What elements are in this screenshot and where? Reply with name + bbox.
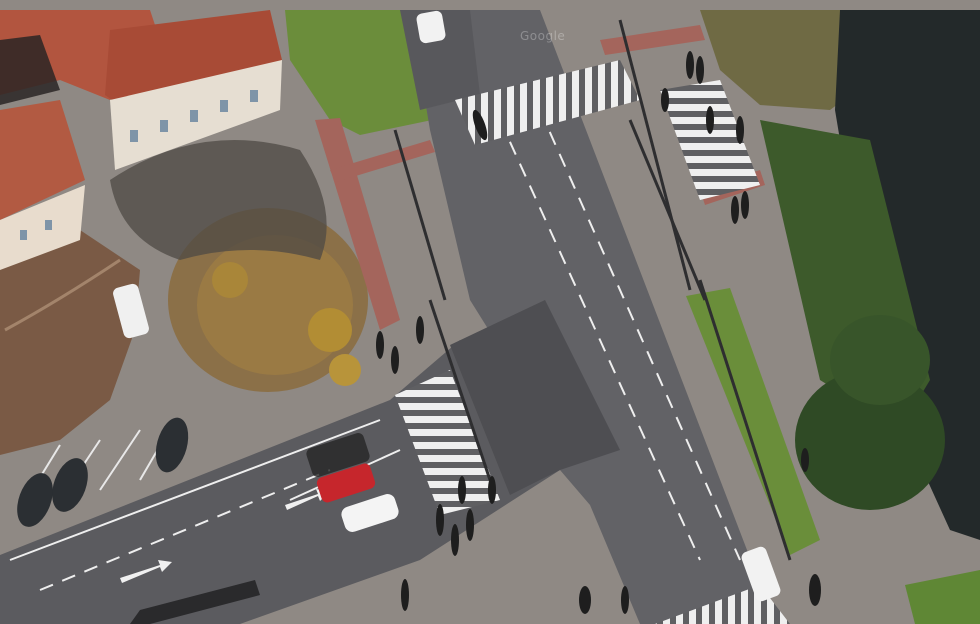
foliage-yellow-3 [212, 262, 248, 298]
dirt-area-left [0, 230, 140, 455]
car-white-road [341, 494, 399, 532]
intersection-patch [450, 300, 620, 495]
pedestrians [376, 51, 821, 614]
car-shadow-red [306, 433, 370, 477]
building-wall-2 [0, 185, 85, 270]
foliage-yellow-2 [329, 354, 361, 386]
car-parked-white [113, 283, 149, 339]
tree-right-small [830, 315, 930, 405]
grass-strip-right [686, 288, 820, 555]
building-roof-3 [0, 100, 85, 220]
map-watermark: Google [520, 29, 565, 43]
bottom-shadow-left [130, 580, 260, 624]
crosswalk-top [455, 60, 640, 145]
grass-bottom-right [905, 570, 980, 624]
tree-shadow [110, 140, 327, 260]
tree-right-big [795, 370, 945, 510]
crosswalk-center [395, 370, 500, 515]
dirt-area-curve [4, 258, 121, 332]
tree-canopy-top-right [700, 10, 870, 110]
grass-top [285, 10, 432, 135]
tree-plot-inner [197, 235, 353, 375]
parked-cars [17, 417, 189, 527]
red-path-2 [330, 140, 435, 182]
car-red [316, 463, 376, 503]
car-white-top [416, 10, 446, 44]
building-shadow [0, 35, 60, 105]
lamp-shadows [393, 19, 792, 561]
foliage-yellow-1 [308, 308, 352, 352]
road-arrows [120, 489, 330, 583]
lane-markings [39, 109, 741, 591]
shadow-right-band [835, 10, 980, 540]
building-windows [20, 90, 258, 240]
crosswalk-top-right [660, 80, 760, 200]
car-white-bottom [741, 546, 781, 602]
